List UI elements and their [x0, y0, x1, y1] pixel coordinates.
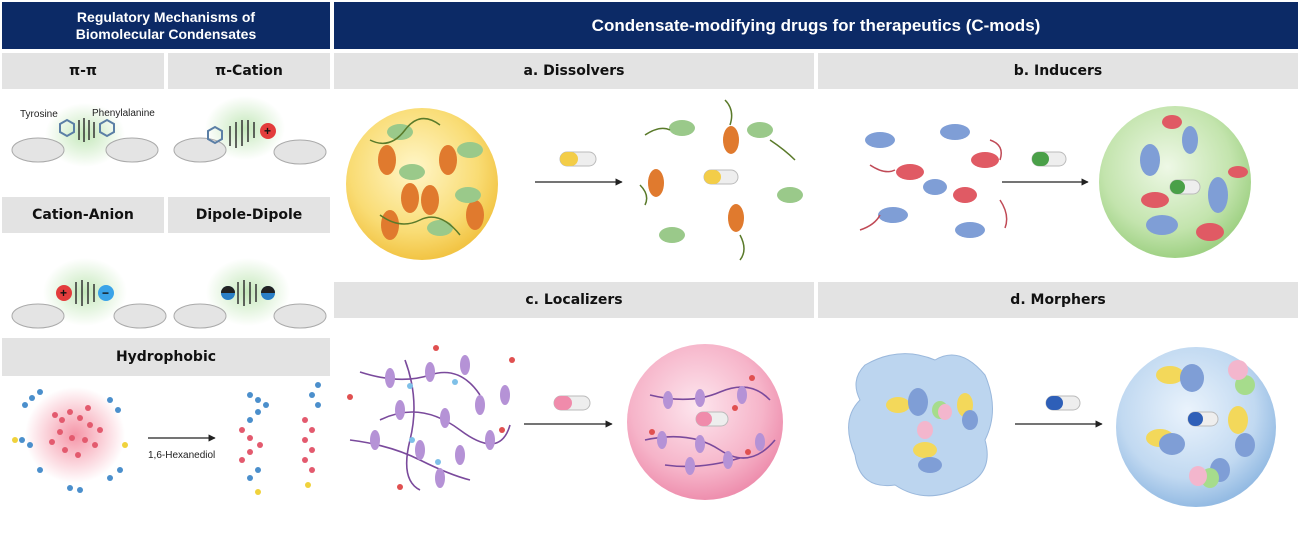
cell-pi-cation-header: π-Cation: [168, 53, 330, 89]
cell-dipole-dipole-header: Dipole-Dipole: [168, 197, 330, 233]
left-panel-header: Regulatory Mechanisms of Biomolecular Co…: [2, 2, 330, 49]
dissolvers-label: a. Dissolvers: [523, 63, 625, 79]
pi-pi-label: π-π: [69, 63, 97, 79]
cation-anion-label: Cation-Anion: [32, 207, 134, 223]
localizers-illustration: [347, 344, 783, 500]
hydrophobic-illustration: 1,6-Hexanediol: [12, 382, 321, 495]
dipole-dipole-label: Dipole-Dipole: [195, 207, 303, 223]
cation-anion-illustration: + −: [11, 258, 167, 329]
left-title-line1: Regulatory Mechanisms of: [76, 8, 256, 25]
inducers-header: b. Inducers: [818, 53, 1298, 89]
cell-hydrophobic-header: Hydrophobic: [2, 338, 330, 376]
svg-text:+: +: [60, 286, 67, 300]
cell-cation-anion-header: Cation-Anion: [2, 197, 164, 233]
localizers-label: c. Localizers: [525, 292, 623, 308]
morphers-label: d. Morphers: [1010, 292, 1106, 308]
svg-text:+: +: [264, 124, 271, 138]
phenylalanine-label: Phenylalanine: [92, 108, 155, 119]
right-panel-header: Condensate-modifying drugs for therapeut…: [334, 2, 1298, 49]
pi-pi-illustration: Tyrosine Phenylalanine: [11, 103, 159, 167]
morphers-illustration: [848, 347, 1276, 507]
svg-text:−: −: [102, 286, 109, 300]
localizers-header: c. Localizers: [334, 282, 814, 318]
cell-pi-pi-header: π-π: [2, 53, 164, 89]
inducers-illustration: [859, 106, 1251, 258]
pi-cation-label: π-Cation: [215, 63, 283, 79]
hexanediol-label: 1,6-Hexanediol: [148, 450, 215, 461]
left-title-line2: Biomolecular Condensates: [75, 25, 257, 42]
tyrosine-label: Tyrosine: [20, 109, 58, 120]
inducers-label: b. Inducers: [1013, 63, 1103, 79]
morphers-header: d. Morphers: [818, 282, 1298, 318]
dipole-dipole-illustration: [173, 258, 327, 329]
dissolvers-illustration: [346, 99, 803, 261]
right-title: Condensate-modifying drugs for therapeut…: [591, 15, 1041, 35]
dissolvers-header: a. Dissolvers: [334, 53, 814, 89]
pi-cation-illustration: +: [173, 96, 327, 165]
hydrophobic-label: Hydrophobic: [115, 349, 217, 365]
